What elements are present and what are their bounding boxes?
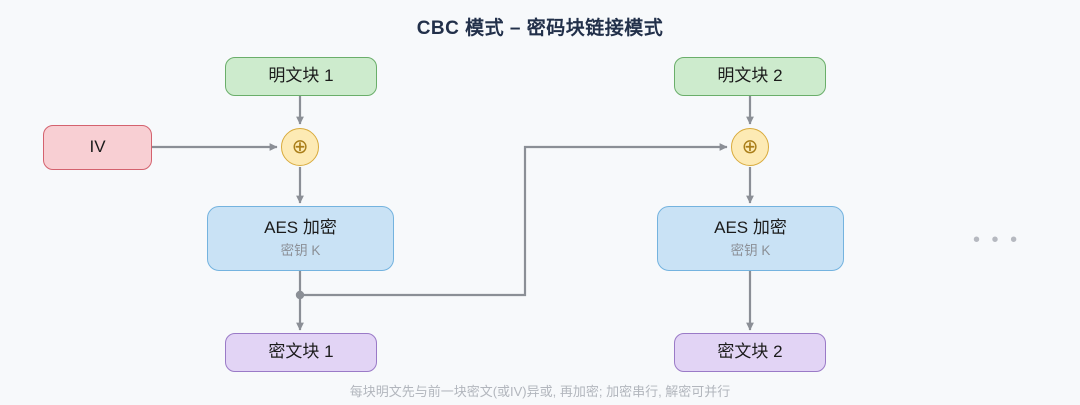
node-aes-encrypt-2-label: AES 加密 <box>714 217 787 237</box>
node-aes-encrypt-1-key: 密钥 K <box>280 243 321 259</box>
node-ciphertext-block-1[interactable]: 密文块 1 <box>225 333 377 372</box>
node-aes-encrypt-2[interactable]: AES 加密 密钥 K <box>657 206 844 271</box>
xor-icon: ⊕ <box>291 135 309 158</box>
node-iv-label: IV <box>89 137 106 157</box>
node-iv[interactable]: IV <box>43 125 152 170</box>
xor-icon: ⊕ <box>741 135 759 158</box>
node-plaintext-block-1[interactable]: 明文块 1 <box>225 57 377 96</box>
node-aes-encrypt-1[interactable]: AES 加密 密钥 K <box>207 206 394 271</box>
node-xor-1[interactable]: ⊕ <box>281 128 319 166</box>
page-title: CBC 模式 – 密码块链接模式 <box>416 18 664 39</box>
node-plaintext-block-1-label: 明文块 1 <box>268 66 334 86</box>
feedback-junction-dot <box>295 290 305 300</box>
node-aes-encrypt-1-label: AES 加密 <box>264 217 337 237</box>
node-plaintext-block-2[interactable]: 明文块 2 <box>674 57 826 96</box>
node-ciphertext-block-1-label: 密文块 1 <box>268 342 334 362</box>
node-plaintext-block-2-label: 明文块 2 <box>717 66 783 86</box>
node-aes-encrypt-2-key: 密钥 K <box>730 243 771 259</box>
node-xor-2[interactable]: ⊕ <box>731 128 769 166</box>
edge-feedback-ciphertext1-to-xor2 <box>300 143 728 297</box>
continuation-ellipsis: • • • <box>973 229 1021 251</box>
node-ciphertext-block-2-label: 密文块 2 <box>717 342 783 362</box>
diagram-caption: 每块明文先与前一块密文(或IV)异或, 再加密; 加密串行, 解密可并行 <box>349 384 731 399</box>
node-ciphertext-block-2[interactable]: 密文块 2 <box>674 333 826 372</box>
